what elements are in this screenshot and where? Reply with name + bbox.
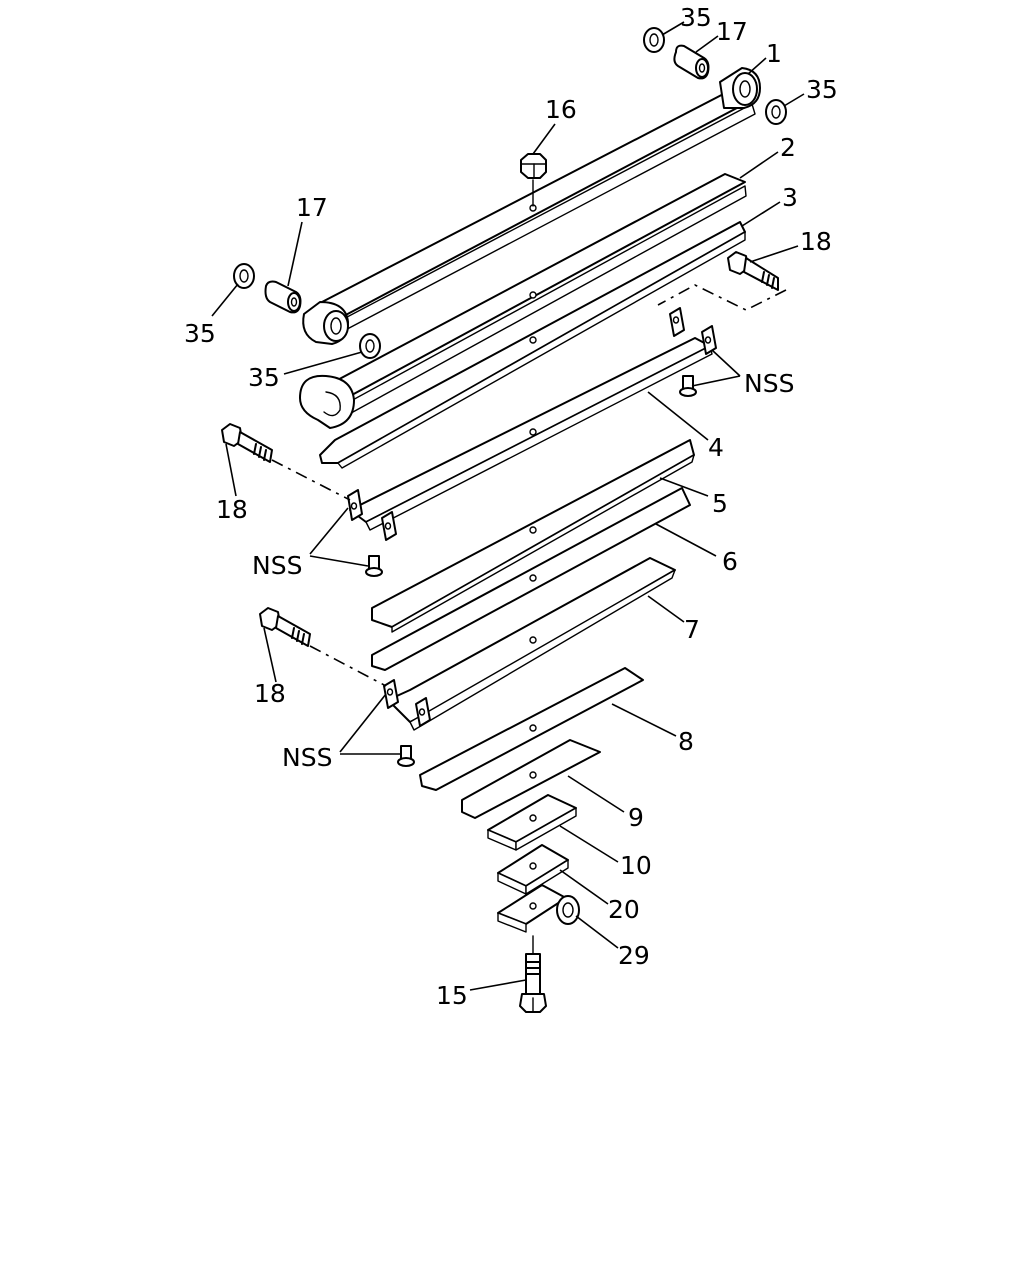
callout-nss-right: NSS <box>744 369 794 398</box>
callout-16: 16 <box>545 95 577 124</box>
nss-rivet-left-lower <box>397 745 415 767</box>
part-3-third-leaf <box>319 221 746 469</box>
part-9-leaf <box>461 739 601 819</box>
callout-35-left: 35 <box>184 319 216 348</box>
alignment-lines <box>271 284 787 687</box>
part-10-plate <box>487 794 577 851</box>
part-2-second-leaf <box>299 173 747 429</box>
part-15-center-bolt <box>519 935 547 1013</box>
part-29-spacer <box>497 884 580 933</box>
callout-20: 20 <box>608 895 640 924</box>
callout-4: 4 <box>708 433 724 462</box>
part-35-washer-top <box>643 27 665 53</box>
part-18-bolt-right <box>727 251 779 291</box>
callout-18-right: 18 <box>800 227 832 256</box>
callout-35-top: 35 <box>680 3 712 32</box>
callout-15: 15 <box>436 981 468 1010</box>
callout-17-left: 17 <box>296 193 328 222</box>
callout-6: 6 <box>722 547 738 576</box>
callout-35-mid: 35 <box>248 363 280 392</box>
part-6-leaf <box>371 487 691 671</box>
callout-9: 9 <box>628 803 644 832</box>
callout-8: 8 <box>678 727 694 756</box>
callout-10: 10 <box>620 851 652 880</box>
leader-lines <box>211 21 805 991</box>
callout-3: 3 <box>782 183 798 212</box>
part-35-washer-left <box>233 263 255 289</box>
callout-5: 5 <box>712 489 728 518</box>
part-18-bolt-left-lower <box>259 607 311 647</box>
callout-18-left-lower: 18 <box>254 679 286 708</box>
part-5-leaf <box>371 439 695 633</box>
callout-18-left-upper: 18 <box>216 495 248 524</box>
part-7-leaf <box>383 557 676 731</box>
callout-nss-left-upper: NSS <box>252 551 302 580</box>
part-17-bushing-left <box>264 280 302 314</box>
callout-2: 2 <box>780 133 796 162</box>
part-18-bolt-left-upper <box>221 423 273 463</box>
callout-7: 7 <box>684 615 700 644</box>
callout-labels: 35 17 1 35 16 2 3 17 18 35 35 NSS 4 18 5… <box>184 3 838 1010</box>
part-17-bushing-top <box>673 44 710 80</box>
callout-35-right: 35 <box>806 75 838 104</box>
part-4-clip-leaf <box>347 307 717 541</box>
callout-29: 29 <box>618 941 650 970</box>
nss-rivet-left-upper <box>365 555 383 577</box>
part-35-washer-right <box>765 99 787 125</box>
part-8-leaf <box>419 667 644 791</box>
part-20-plate <box>497 844 569 895</box>
callout-17-top: 17 <box>716 17 748 46</box>
nss-rivet-right <box>679 375 697 397</box>
callout-1: 1 <box>766 39 782 68</box>
part-1-main-leaf <box>302 67 761 345</box>
part-16-nut <box>520 153 547 207</box>
callout-nss-left-lower: NSS <box>282 743 332 772</box>
part-35-washer-mid <box>359 333 381 359</box>
